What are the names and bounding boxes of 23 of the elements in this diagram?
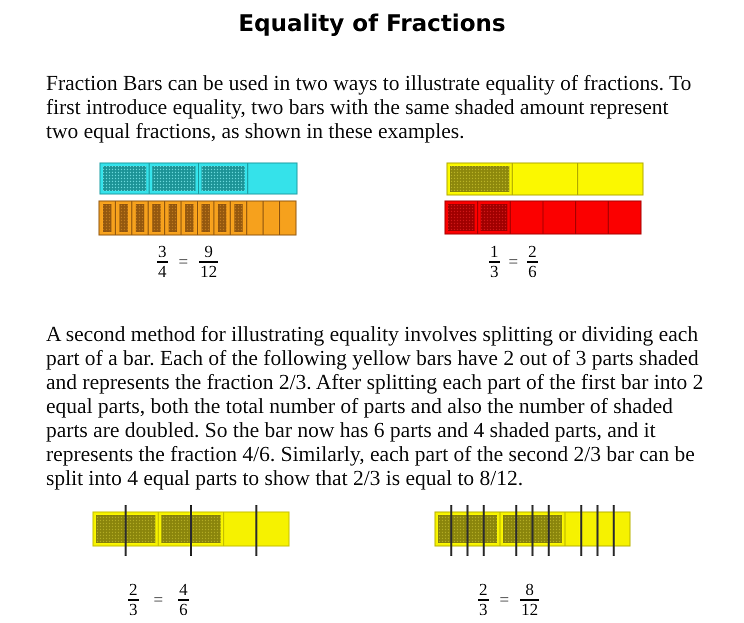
numerator: 9	[199, 245, 218, 263]
numerator: 2	[478, 583, 488, 601]
numerator: 8	[520, 583, 540, 601]
equals-sign: =	[508, 254, 518, 270]
denominator: 6	[527, 263, 538, 279]
denominator: 6	[178, 601, 189, 617]
denominator: 12	[520, 601, 540, 617]
paragraph: A second method for illustrating equality involves splitting or dividing each part of a bar. Each of the following yellow bars have 2 out of 3 parts shaded and represents the fraction 2/3. After splitting each part of the first bar into 2 equal parts, both the total number of parts and also the number of shaded parts are doubled. So the bar now has 6 parts and 4 shaded parts, and it represents the fraction 4/6. Similarly, each part of the second 2/3 bar can be split into 4 equal parts to show that 2/3 is equal to 8/12.	[46, 322, 704, 490]
denominator: 3	[128, 601, 138, 617]
numerator: 4	[178, 583, 189, 601]
equals-sign: =	[178, 254, 188, 270]
denominator: 4	[157, 263, 168, 279]
title: Equality of Fractions	[238, 10, 506, 38]
numerator: 3	[157, 245, 168, 263]
equals-sign: =	[154, 592, 164, 608]
numerator: 2	[527, 245, 538, 263]
denominator: 3	[489, 263, 500, 279]
numerator: 1	[489, 245, 500, 263]
paragraph: Fraction Bars can be used in two ways to illustrate equality of fractions. To first introduce equality, two bars with the same shaded amount represent two equal fractions, as shown in these examples.	[46, 71, 692, 143]
denominator: 12	[199, 263, 218, 279]
numerator: 2	[128, 583, 138, 601]
denominator: 3	[478, 601, 488, 617]
equals-sign: =	[500, 592, 510, 608]
